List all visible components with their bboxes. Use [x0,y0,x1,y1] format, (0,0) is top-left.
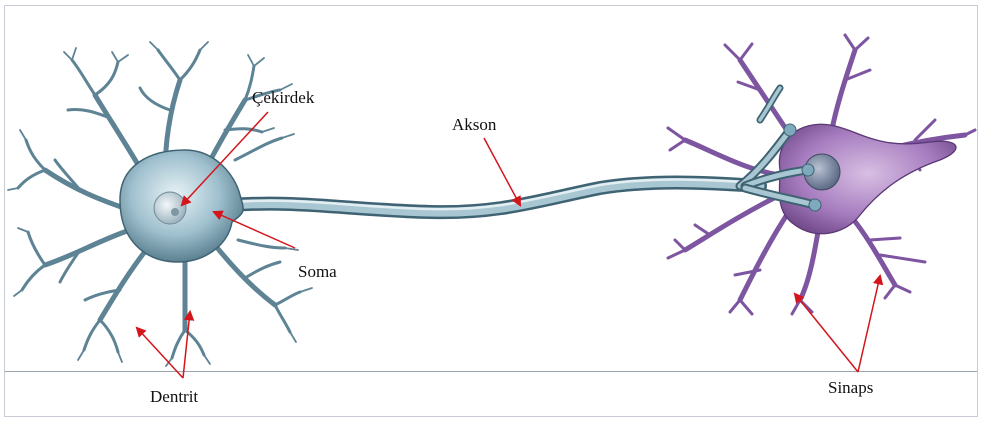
axon-label: Akson [452,115,496,135]
synapse-arrow-left [795,294,858,372]
axon-arrow [484,138,520,205]
dendrite-label: Dentrit [150,387,198,407]
nucleus [154,192,186,224]
target-neuron [668,35,975,314]
soma-label: Soma [298,262,337,282]
dendrite-arrow-left [137,328,183,378]
synapse-label: Sinaps [828,378,873,398]
synapse-arrow-right [858,276,880,372]
nucleus-label: Çekirdek [252,88,314,108]
